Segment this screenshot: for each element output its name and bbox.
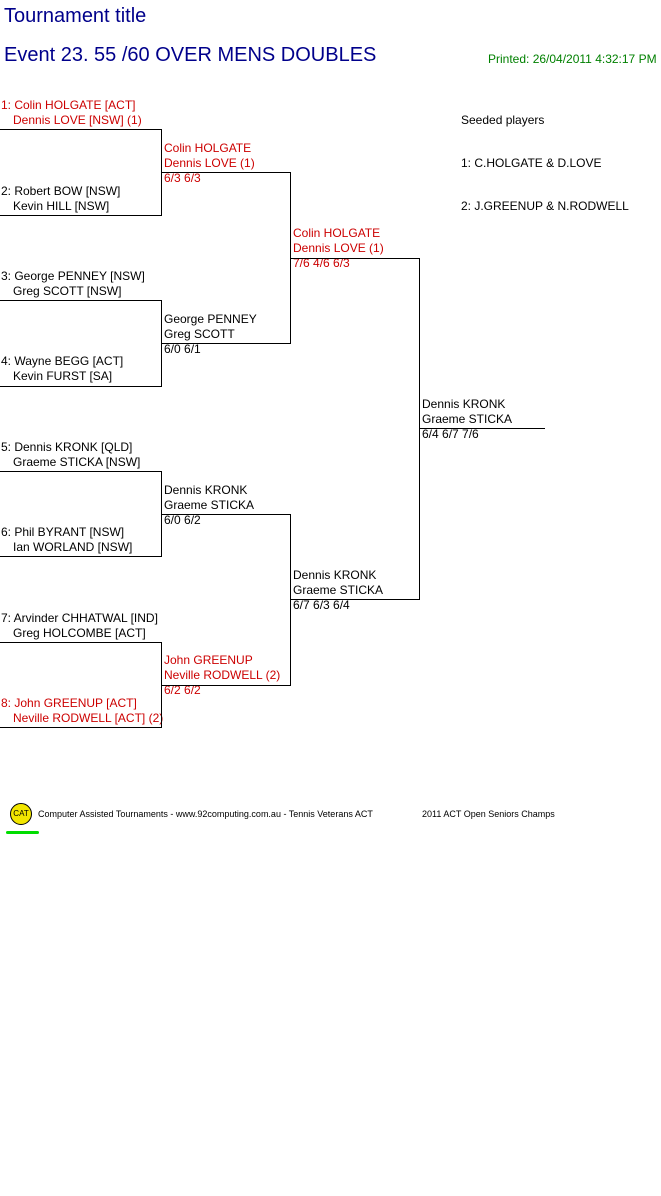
r1-entry-1-player-1: 1: Colin HOLGATE [ACT] [1,98,136,112]
r1-entry-2-player-1: 2: Robert BOW [NSW] [1,184,121,198]
bracket-line [161,343,290,344]
r2-match-2-player-1: George PENNEY [164,312,257,326]
r2-match-1-player-2: Dennis LOVE (1) [164,156,255,170]
bracket-line [0,386,161,387]
bracket-line [0,471,161,472]
r1-entry-8-player-1: 8: John GREENUP [ACT] [1,696,137,710]
winner-score: 6/4 6/7 7/6 [422,427,479,441]
r1-entry-6-player-1: 6: Phil BYRANT [NSW] [1,525,125,539]
bracket-line [290,599,419,600]
r1-entry-4-player-1: 4: Wayne BEGG [ACT] [1,354,124,368]
r1-entry-5-player-2: Graeme STICKA [NSW] [13,455,141,469]
footer-event-name: 2011 ACT Open Seniors Champs [422,809,555,819]
logo-underline [6,831,39,834]
bracket-line [290,514,291,686]
r2-match-1-score: 6/3 6/3 [164,171,201,185]
r1-entry-1-player-2: Dennis LOVE [NSW] (1) [13,113,142,127]
bracket-line [290,258,419,259]
r2-match-3-score: 6/0 6/2 [164,513,201,527]
printed-timestamp: Printed: 26/04/2011 4:32:17 PM [488,52,657,66]
seeded-players-title: Seeded players [461,113,545,127]
bracket-line [419,428,545,429]
seeded-player-2: 2: J.GREENUP & N.RODWELL [461,199,629,213]
r2-match-2-score: 6/0 6/1 [164,342,201,356]
bracket-line [0,642,161,643]
r2-match-4-player-2: Neville RODWELL (2) [164,668,281,682]
bracket-line [161,172,290,173]
bracket-line [161,514,290,515]
event-title: Event 23. 55 /60 OVER MENS DOUBLES [4,44,377,66]
r1-entry-8-player-2: Neville RODWELL [ACT] (2) [13,711,164,725]
cat-logo-icon: CAT [10,803,32,825]
winner-player-2: Graeme STICKA [422,412,513,426]
r2-match-4-score: 6/2 6/2 [164,683,201,697]
semi-1-player-1: Colin HOLGATE [293,226,381,240]
r2-match-3-player-2: Graeme STICKA [164,498,255,512]
r1-entry-4-player-2: Kevin FURST [SA] [13,369,113,383]
bracket-line [0,727,161,728]
bracket-line [161,685,290,686]
r2-match-2-player-2: Greg SCOTT [164,327,235,341]
semi-2-score: 6/7 6/3 6/4 [293,598,350,612]
semi-1-score: 7/6 4/6 6/3 [293,256,350,270]
bracket-line [419,258,420,600]
seeded-player-1: 1: C.HOLGATE & D.LOVE [461,156,602,170]
r2-match-4-player-1: John GREENUP [164,653,253,667]
r1-entry-7-player-1: 7: Arvinder CHHATWAL [IND] [1,611,158,625]
r2-match-1-player-1: Colin HOLGATE [164,141,252,155]
bracket-line [0,215,161,216]
r1-entry-2-player-2: Kevin HILL [NSW] [13,199,110,213]
bracket-line [0,556,161,557]
bracket-line [0,129,161,130]
semi-2-player-1: Dennis KRONK [293,568,377,582]
semi-1-player-2: Dennis LOVE (1) [293,241,384,255]
r1-entry-3-player-1: 3: George PENNEY [NSW] [1,269,145,283]
tournament-title: Tournament title [4,5,147,27]
r1-entry-5-player-1: 5: Dennis KRONK [QLD] [1,440,133,454]
r1-entry-3-player-2: Greg SCOTT [NSW] [13,284,122,298]
footer-credits: Computer Assisted Tournaments - www.92co… [38,809,373,819]
winner-player-1: Dennis KRONK [422,397,506,411]
semi-2-player-2: Graeme STICKA [293,583,384,597]
r1-entry-7-player-2: Greg HOLCOMBE [ACT] [13,626,146,640]
r2-match-3-player-1: Dennis KRONK [164,483,248,497]
r1-entry-6-player-2: Ian WORLAND [NSW] [13,540,133,554]
bracket-line [0,300,161,301]
